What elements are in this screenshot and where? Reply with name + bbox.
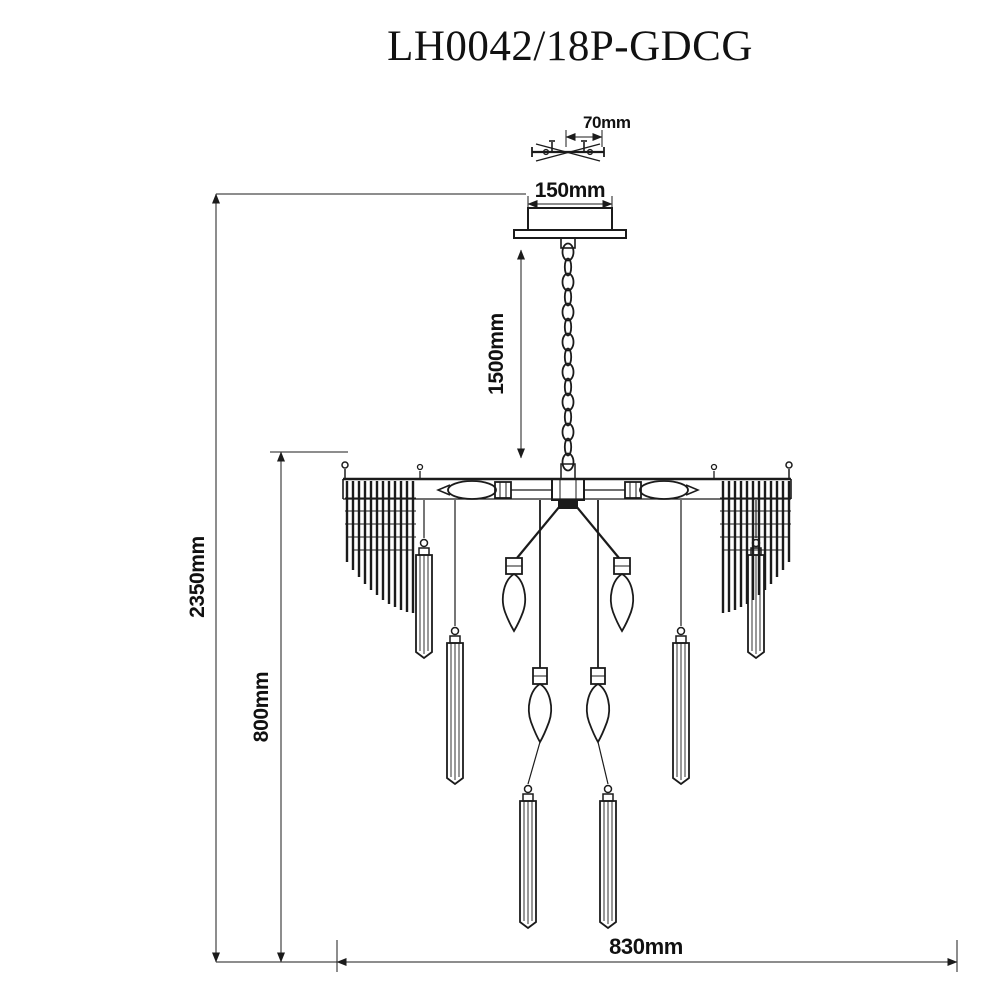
lower-drop-bulb-right: [585, 500, 611, 744]
crystal-pendant-mid-left: [446, 500, 464, 786]
crystal-pendant-mid-right: [672, 500, 690, 786]
dim-label-overall-height: 2350mm: [186, 536, 209, 618]
dimension-body-width: [216, 940, 958, 972]
right-crystal-cluster: [720, 481, 791, 613]
dimension-overall-height: [212, 193, 526, 963]
horizontal-bulb-right: [584, 480, 700, 500]
upper-arm-bulb-left: [501, 505, 561, 633]
dimension-bracket-width: [565, 130, 603, 147]
upper-arm-bulb-right: [575, 505, 635, 633]
dim-label-bracket-width: 70mm: [583, 113, 631, 132]
crystal-pendant-outer-right: [747, 500, 765, 660]
drawing-title: LH0042/18P-GDCG: [387, 23, 753, 70]
left-crystal-cluster: [345, 481, 416, 613]
mount-bracket: [531, 140, 605, 162]
crystal-pendant-center-right: [597, 741, 617, 930]
horizontal-bulb-left: [436, 480, 552, 500]
dim-label-body-width: 830mm: [609, 934, 683, 959]
dim-label-body-height: 800mm: [250, 672, 273, 742]
suspension-chain: [561, 242, 575, 472]
dim-label-chain-length: 1500mm: [485, 313, 508, 395]
dimension-body-height: [270, 451, 348, 963]
crystal-pendant-outer-left: [415, 500, 433, 660]
dim-label-canopy-width: 150mm: [535, 179, 605, 202]
crystal-pendant-center-left: [519, 741, 541, 930]
chandelier-frame: [341, 461, 793, 509]
canopy: [513, 207, 627, 249]
lower-drop-bulb-left: [527, 500, 553, 744]
